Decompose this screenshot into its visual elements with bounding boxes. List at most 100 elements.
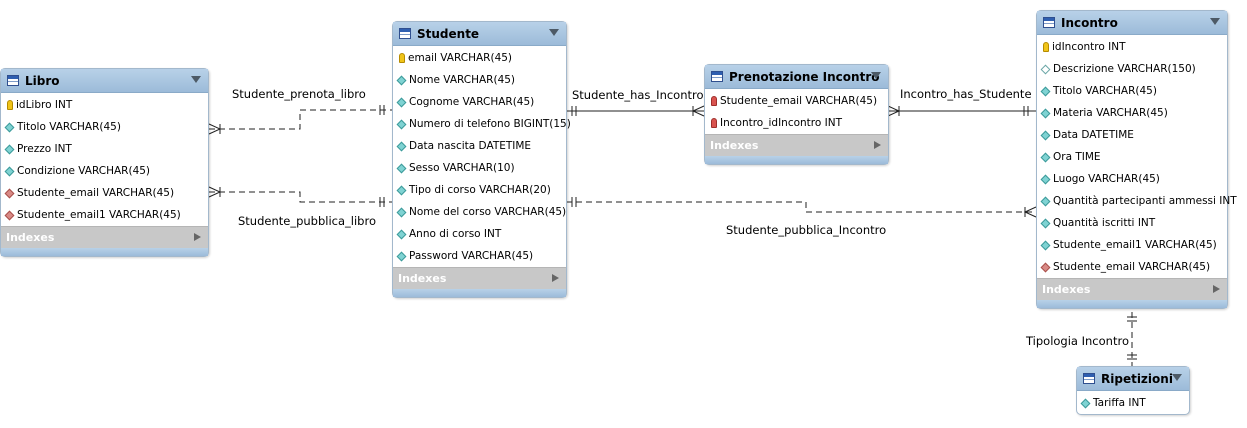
- table-prenotazione-incontro[interactable]: Prenotazione Incontro Studente_email VAR…: [704, 64, 889, 165]
- column-row[interactable]: Cognome VARCHAR(45): [393, 91, 566, 113]
- crowfoot-libro-prenota: [208, 123, 222, 135]
- column-row[interactable]: idLibro INT: [1, 94, 208, 116]
- column-row[interactable]: Data DATETIME: [1037, 124, 1227, 146]
- column-row[interactable]: Studente_email VARCHAR(45): [705, 90, 888, 112]
- crowfoot-prenotazione-right: [887, 105, 901, 117]
- table-title: Prenotazione Incontro: [729, 69, 880, 84]
- table-header[interactable]: Libro: [1, 69, 208, 93]
- column-row[interactable]: Luogo VARCHAR(45): [1037, 168, 1227, 190]
- column-name: idIncontro INT: [1052, 41, 1126, 53]
- column-name: Studente_email VARCHAR(45): [720, 95, 878, 107]
- table-studente[interactable]: Studente email VARCHAR(45)Nome VARCHAR(4…: [392, 21, 571, 298]
- expand-arrow-icon[interactable]: [1213, 285, 1220, 293]
- attribute-icon: [1040, 108, 1051, 118]
- column-name: Tariffa INT: [1093, 397, 1146, 409]
- column-name: Anno di corso INT: [409, 228, 502, 240]
- rel-label-incontro-has: Incontro_has_Studente: [900, 87, 1032, 101]
- column-list: idIncontro INT Descrizione VARCHAR(150)Ti…: [1037, 35, 1237, 278]
- column-row[interactable]: Studente_email VARCHAR(45): [1, 182, 208, 204]
- foreign-key-icon: [4, 210, 15, 220]
- indexes-section[interactable]: Indexes: [1, 226, 208, 248]
- column-row[interactable]: Prezzo INT: [1, 138, 208, 160]
- indexes-section[interactable]: Indexes: [393, 267, 566, 289]
- column-name: Password VARCHAR(45): [409, 250, 534, 262]
- collapse-caret-icon[interactable]: [1172, 374, 1182, 381]
- attribute-icon: [396, 251, 407, 261]
- column-name: Studente_email1 VARCHAR(45): [1053, 239, 1217, 251]
- column-row[interactable]: Tariffa INT: [1077, 392, 1189, 414]
- collapse-caret-icon[interactable]: [549, 29, 559, 36]
- column-row[interactable]: Anno di corso INT: [393, 223, 566, 245]
- column-row[interactable]: Titolo VARCHAR(45): [1, 116, 208, 138]
- column-name: Data DATETIME: [1053, 129, 1134, 141]
- column-list: Studente_email VARCHAR(45) Incontro_idInc…: [705, 89, 888, 134]
- table-footer: [705, 156, 888, 164]
- indexes-label: Indexes: [710, 139, 759, 152]
- primary-key-icon: [399, 53, 405, 63]
- column-row[interactable]: Quantità iscritti INT: [1037, 212, 1227, 234]
- table-footer: [1037, 300, 1227, 308]
- column-name: Titolo VARCHAR(45): [17, 121, 121, 133]
- table-title: Ripetizioni: [1101, 371, 1173, 386]
- column-row[interactable]: Ora TIME: [1037, 146, 1227, 168]
- table-icon: [711, 71, 723, 82]
- column-name: Studente_email1 VARCHAR(45): [17, 209, 181, 221]
- column-row[interactable]: Condizione VARCHAR(45): [1, 160, 208, 182]
- column-row[interactable]: Incontro_idIncontro INT: [705, 112, 888, 134]
- column-row[interactable]: Tipo di corso VARCHAR(20): [393, 179, 566, 201]
- column-row[interactable]: Nome VARCHAR(45): [393, 69, 566, 91]
- table-footer: [1, 248, 208, 256]
- primary-key-icon: [7, 100, 13, 110]
- primary-foreign-key-icon: [711, 96, 717, 106]
- primary-key-icon: [1043, 42, 1049, 52]
- column-row[interactable]: Studente_email VARCHAR(45): [1037, 256, 1227, 278]
- table-header[interactable]: Ripetizioni: [1077, 367, 1189, 391]
- column-row[interactable]: Password VARCHAR(45): [393, 245, 566, 267]
- table-libro[interactable]: Libro idLibro INT Titolo VARCHAR(45) Prezz…: [0, 68, 209, 257]
- expand-arrow-icon[interactable]: [552, 274, 559, 282]
- column-row[interactable]: idIncontro INT: [1037, 36, 1227, 58]
- column-row[interactable]: Studente_email1 VARCHAR(45): [1, 204, 208, 226]
- attribute-icon: [4, 166, 15, 176]
- column-name: Quantità partecipanti ammessi INT: [1053, 195, 1237, 207]
- nullable-attribute-icon: [1040, 64, 1051, 74]
- rel-label-prenota-libro: Studente_prenota_libro: [232, 87, 366, 101]
- attribute-icon: [1040, 174, 1051, 184]
- column-row[interactable]: Materia VARCHAR(45): [1037, 102, 1227, 124]
- table-icon: [1083, 373, 1095, 384]
- table-header[interactable]: Prenotazione Incontro: [705, 65, 888, 89]
- indexes-label: Indexes: [6, 231, 55, 244]
- crowfoot-libro-pubblica: [208, 186, 222, 198]
- column-row[interactable]: Data nascita DATETIME: [393, 135, 566, 157]
- table-incontro[interactable]: Incontro idIncontro INT Descrizione VARCH…: [1036, 10, 1237, 309]
- one-mark-incontro-tipologia: [1127, 316, 1137, 322]
- expand-arrow-icon[interactable]: [194, 233, 201, 241]
- column-row[interactable]: Numero di telefono BIGINT(15): [393, 113, 571, 135]
- table-title: Studente: [417, 26, 480, 41]
- attribute-icon: [1040, 152, 1051, 162]
- column-name: Numero di telefono BIGINT(15): [409, 118, 571, 130]
- indexes-section[interactable]: Indexes: [1037, 278, 1227, 300]
- rel-label-pubblica-libro: Studente_pubblica_libro: [238, 214, 376, 228]
- collapse-caret-icon[interactable]: [1210, 18, 1220, 25]
- column-row[interactable]: Descrizione VARCHAR(150): [1037, 58, 1227, 80]
- column-row[interactable]: Titolo VARCHAR(45): [1037, 80, 1227, 102]
- table-header[interactable]: Incontro: [1037, 11, 1227, 35]
- table-header[interactable]: Studente: [393, 22, 566, 46]
- column-name: Cognome VARCHAR(45): [409, 96, 535, 108]
- column-row[interactable]: Nome del corso VARCHAR(45): [393, 201, 566, 223]
- indexes-section[interactable]: Indexes: [705, 134, 888, 156]
- table-ripetizioni[interactable]: Ripetizioni Tariffa INT: [1076, 366, 1190, 415]
- primary-foreign-key-icon: [711, 118, 717, 128]
- collapse-caret-icon[interactable]: [191, 76, 201, 83]
- collapse-caret-icon[interactable]: [871, 72, 881, 79]
- column-row[interactable]: Studente_email1 VARCHAR(45): [1037, 234, 1227, 256]
- column-row[interactable]: Sesso VARCHAR(10): [393, 157, 566, 179]
- column-row[interactable]: Quantità partecipanti ammessi INT: [1037, 190, 1237, 212]
- attribute-icon: [396, 185, 407, 195]
- one-mark-studente-has: [571, 106, 577, 116]
- column-row[interactable]: email VARCHAR(45): [393, 47, 566, 69]
- expand-arrow-icon[interactable]: [874, 141, 881, 149]
